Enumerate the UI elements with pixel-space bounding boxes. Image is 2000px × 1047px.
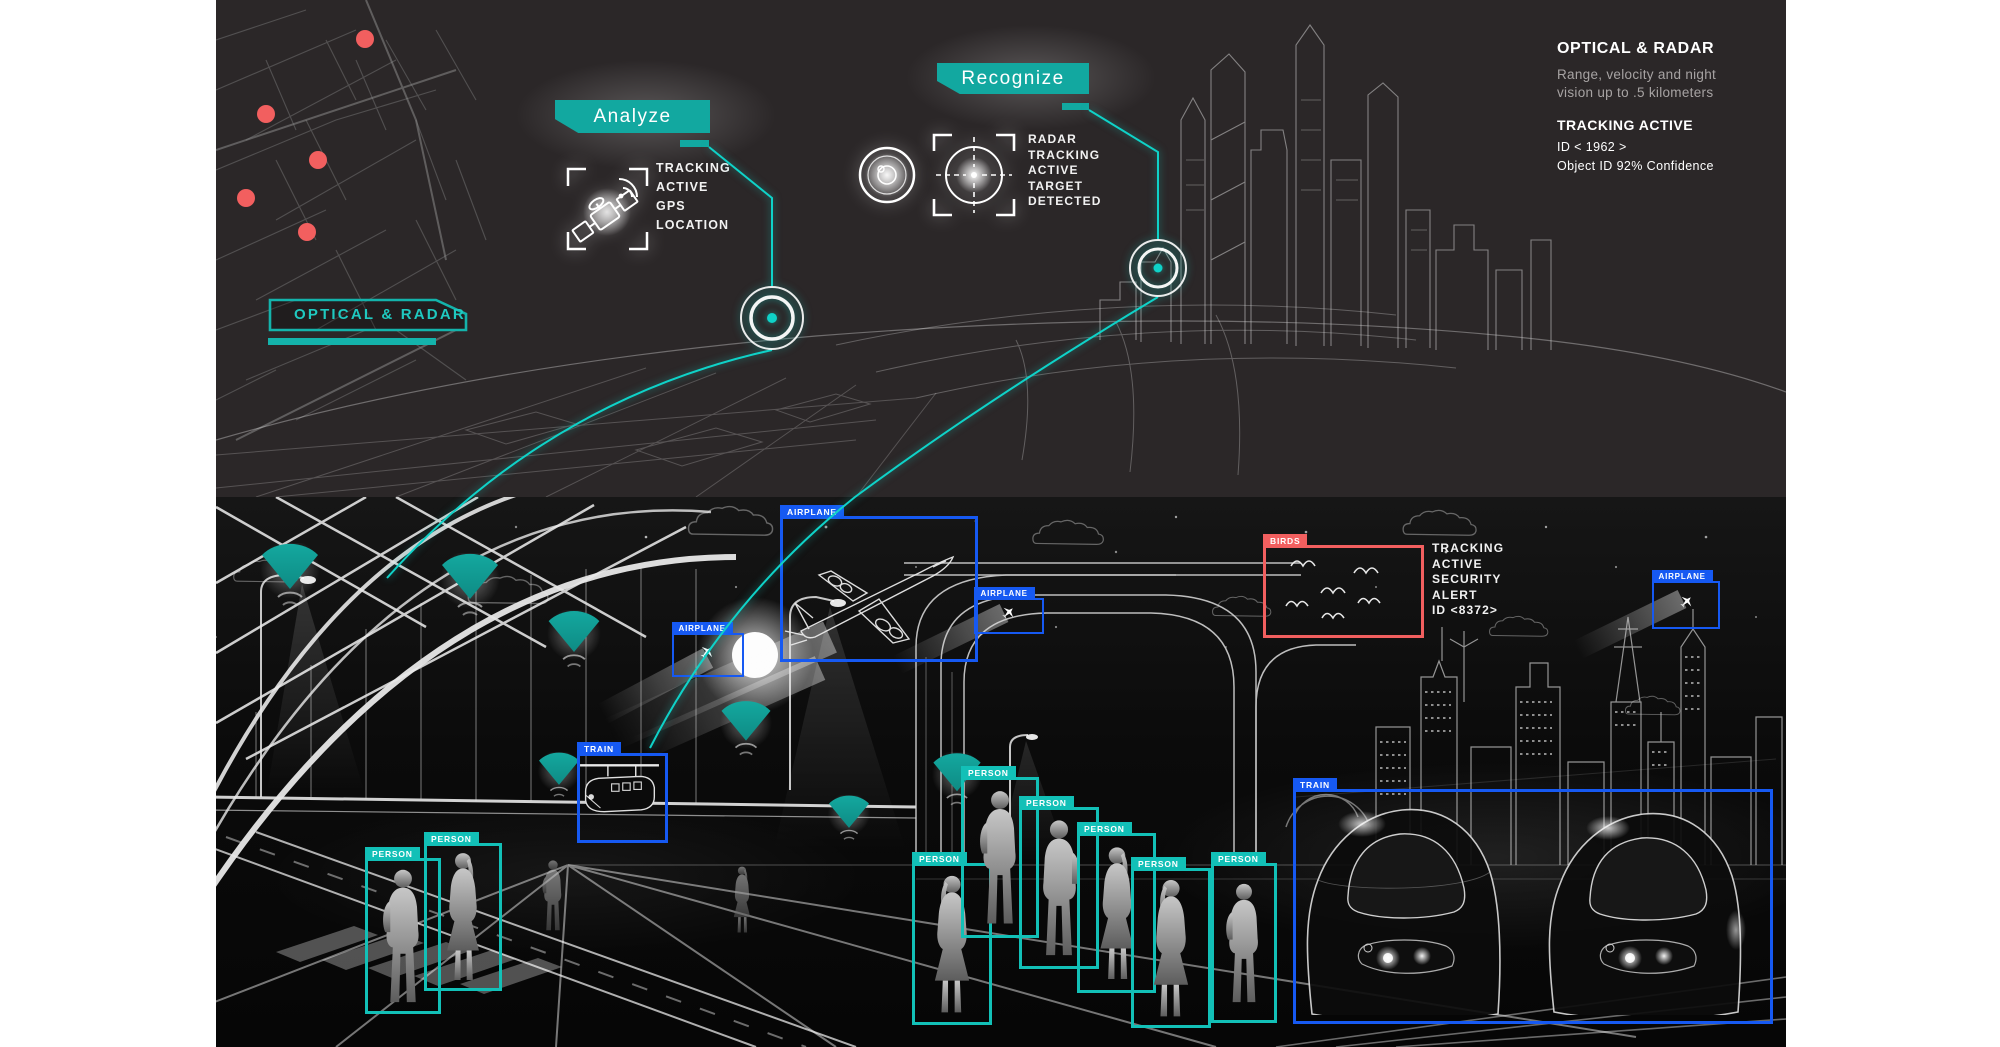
satellite-icon	[566, 167, 649, 251]
detection-label: AIRPLANE	[973, 587, 1035, 600]
recognize-banner[interactable]: Recognize	[937, 63, 1089, 94]
radar-status-text: RADAR TRACKING ACTIVE TARGET DETECTED	[1028, 132, 1102, 208]
detection-label: TRAIN	[577, 742, 621, 756]
detection-box-person-1[interactable]: PERSON	[365, 847, 441, 1014]
analyze-banner[interactable]: Analyze	[555, 100, 710, 133]
detection-label: TRAIN	[1293, 778, 1337, 792]
detection-label: PERSON	[1131, 857, 1186, 871]
airplane-wireframe	[784, 555, 955, 646]
detection-box-person-3[interactable]: PERSON	[912, 852, 992, 1025]
map-red-dot	[237, 30, 374, 241]
detection-label: PERSON	[424, 832, 479, 846]
analyze-label: Analyze	[593, 105, 672, 127]
birds-glyphs	[1285, 560, 1381, 620]
info-confidence: Object ID 92% Confidence	[1557, 159, 1714, 173]
info-subtitle: Range, velocity and night vision up to .…	[1557, 67, 1717, 100]
detection-box-train-main[interactable]: TRAIN	[1293, 778, 1773, 1024]
city-map	[216, 0, 487, 441]
detection-box-airplane-3[interactable]: AIRPLANE	[973, 587, 1044, 634]
detection-label: PERSON	[1211, 852, 1266, 866]
recognize-label: Recognize	[961, 67, 1065, 89]
camera-lens-icon	[858, 146, 916, 204]
person-silhouette	[1219, 871, 1269, 1017]
detection-label: AIRPLANE	[1651, 570, 1713, 583]
optical-radar-tag[interactable]: OPTICAL & RADAR	[268, 298, 468, 332]
scene-night-city: AIRPLANE AIRPLANE	[216, 497, 1786, 1047]
detection-box-person-8[interactable]: PERSON	[1211, 852, 1277, 1023]
airplane-glyph	[997, 603, 1018, 624]
detection-box-person-6[interactable]: PERSON	[1077, 822, 1156, 993]
radar-reticle-icon	[932, 133, 1016, 217]
gps-status-text: TRACKING ACTIVE GPS LOCATION	[656, 161, 731, 232]
recognize-banner-tab	[1062, 103, 1089, 110]
info-tracking-status: TRACKING ACTIVE	[1557, 117, 1694, 133]
info-title: OPTICAL & RADAR	[1557, 40, 1715, 57]
person-silhouette	[1142, 876, 1200, 1022]
detection-label: PERSON	[1019, 796, 1074, 810]
detection-label: PERSON	[961, 766, 1016, 780]
detection-label: PERSON	[365, 847, 420, 861]
trains-wireframe	[1306, 808, 1746, 1015]
detection-box-person-4[interactable]: PERSON	[961, 766, 1039, 938]
person-silhouette	[436, 850, 490, 985]
info-panel: OPTICAL & RADAR Range, velocity and nigh…	[1557, 40, 1786, 173]
detection-box-airplane-4[interactable]: AIRPLANE	[1651, 570, 1720, 629]
detection-label: PERSON	[912, 852, 967, 866]
detection-label: PERSON	[1077, 822, 1132, 836]
scene-radar-city: Analyze TRACKING ACTIVE GPS LOCATION Rec…	[216, 0, 1786, 497]
airplane-glyph	[695, 642, 718, 665]
detection-label: BIRDS	[1263, 534, 1308, 548]
detection-box-train-monorail[interactable]: TRAIN	[577, 742, 668, 843]
detection-label: AIRPLANE	[671, 622, 733, 635]
detection-box-airplane-2[interactable]: AIRPLANE	[671, 622, 744, 677]
person-silhouette	[375, 866, 431, 1009]
birds-alert-text: TRACKING ACTIVE SECURITY ALERT ID <8372>	[1432, 541, 1505, 617]
analyze-banner-tab	[680, 140, 709, 147]
detection-box-airplane-main[interactable]: AIRPLANE	[780, 505, 978, 662]
info-object-id: ID < 1962 >	[1557, 140, 1627, 154]
detection-box-birds[interactable]: BIRDS	[1263, 534, 1424, 638]
monorail-wireframe	[580, 764, 659, 813]
optical-radar-tag-label: OPTICAL & RADAR	[294, 306, 466, 323]
detection-box-person-2[interactable]: PERSON	[424, 832, 502, 991]
detection-label: AIRPLANE	[780, 505, 844, 519]
airplane-glyph	[1675, 592, 1696, 613]
optical-radar-tag-underline	[268, 338, 436, 345]
poster-content: Analyze TRACKING ACTIVE GPS LOCATION Rec…	[216, 0, 1786, 1047]
optical-radar-tag-frame	[268, 298, 468, 332]
detection-box-person-7[interactable]: PERSON	[1131, 857, 1211, 1028]
detection-box-person-5[interactable]: PERSON	[1019, 796, 1099, 969]
